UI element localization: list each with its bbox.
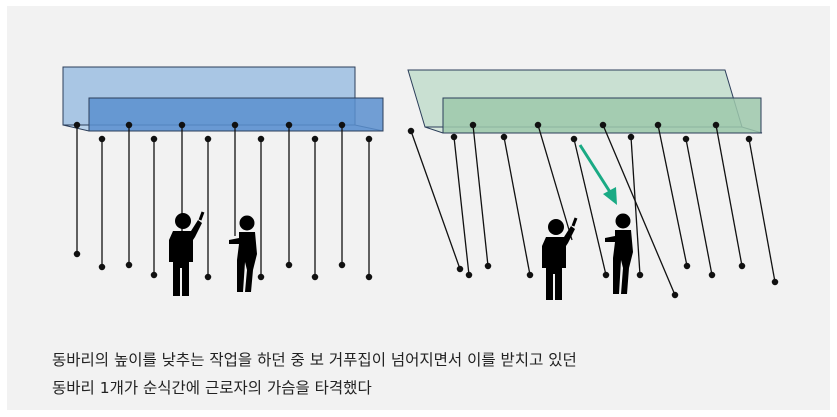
- shoring-posts-tilted: [407, 121, 779, 299]
- worker-icon: [605, 213, 633, 294]
- shoring-post: [534, 121, 573, 241]
- shoring-post: [311, 135, 319, 281]
- shoring-post: [712, 121, 746, 270]
- beam-formwork-tilted: [407, 69, 763, 134]
- shoring-post: [338, 121, 346, 269]
- caption-line-2: 동바리 1개가 순식간에 근로자의 가슴을 타격했다: [52, 379, 372, 397]
- shoring-post: [745, 135, 779, 286]
- shoring-post: [500, 133, 534, 279]
- caption-line-1: 동바리의 높이를 낮추는 작업을 하던 중 보 거푸집이 넘어지면서 이를 받치…: [52, 351, 577, 369]
- shoring-post: [627, 133, 644, 279]
- shoring-post: [570, 135, 610, 279]
- shoring-post: [469, 121, 492, 270]
- shoring-post: [204, 135, 212, 281]
- shoring-posts-before: [73, 121, 373, 281]
- figure-caption: 동바리의 높이를 낮추는 작업을 하던 중 보 거푸집이 넘어지면서 이를 받치…: [52, 346, 822, 402]
- shoring-post: [285, 121, 293, 269]
- shoring-post: [125, 121, 133, 269]
- beam-formwork-before: [62, 66, 384, 132]
- worker-icon: [542, 217, 578, 300]
- scene-after: [407, 69, 779, 300]
- shoring-post: [257, 135, 265, 281]
- worker-icon: [169, 211, 205, 296]
- collapse-arrow-icon: [578, 144, 617, 205]
- shoring-post: [365, 135, 373, 281]
- figure-panel: 동바리의 높이를 낮추는 작업을 하던 중 보 거푸집이 넘어지면서 이를 받치…: [7, 6, 830, 410]
- shoring-post: [150, 135, 158, 279]
- shoring-post: [682, 135, 716, 279]
- shoring-post: [599, 121, 679, 299]
- shoring-post: [407, 127, 464, 273]
- shoring-post: [98, 135, 106, 271]
- shoring-post: [654, 121, 691, 270]
- shoring-post: [73, 121, 81, 258]
- shoring-post: [450, 133, 473, 279]
- shoring-post: [231, 121, 239, 236]
- collapse-illustration: [62, 66, 779, 300]
- scene-before: [62, 66, 384, 296]
- worker-icon: [229, 215, 257, 292]
